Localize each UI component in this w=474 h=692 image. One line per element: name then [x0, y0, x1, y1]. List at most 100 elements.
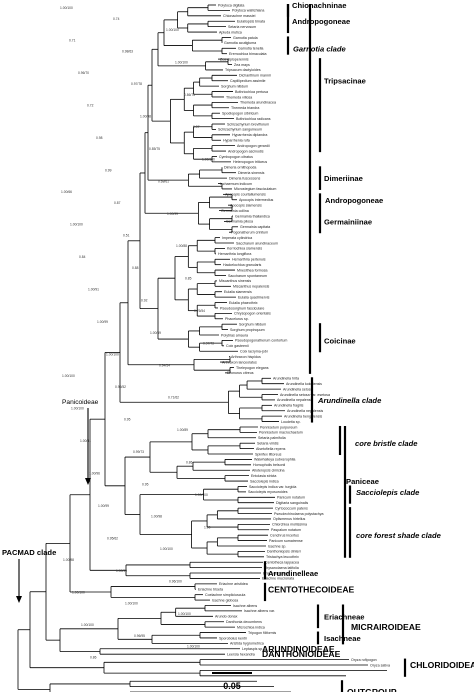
support-value: 0.98/63: [122, 49, 133, 53]
support-value: 1.00/99: [116, 569, 127, 573]
taxon-label: Aristida hygrometrica: [230, 642, 264, 646]
support-values: 1.00/1000.741.00/1000.710.98/631.00/1000…: [60, 6, 215, 659]
clade-label: Arundinelleae: [268, 569, 318, 578]
support-value: 1.00/100: [81, 623, 94, 627]
taxon-label: Eriachne aristidea: [219, 582, 248, 586]
taxon-label: Capillipedium assimile: [230, 79, 266, 83]
support-value: 1.00/100: [70, 223, 83, 227]
taxon-label: Andropogon ascinodis: [228, 149, 264, 153]
taxon-label: Eriachne triseta: [198, 588, 223, 592]
support-value: 1.00/99: [97, 320, 108, 324]
support-value: 0.95: [142, 482, 149, 486]
taxon-label: Imperata cylindrica: [222, 236, 252, 240]
taxon-label: Hemarthria pertenuis: [232, 258, 266, 262]
clade-label: core forest shade clade: [356, 531, 442, 540]
clade-label: Arundinella clade: [317, 396, 382, 405]
taxon-label: Sacciolepis indica: [250, 479, 279, 483]
taxon-label: Heteropogon triticeus: [233, 160, 267, 164]
taxon-label: Alloteropsis cimicina: [252, 469, 285, 473]
support-value: 1.00/100: [178, 612, 191, 616]
clade-label: OUTGROUP: [347, 687, 397, 692]
clade-label: ARUNDINOIDEAE: [262, 644, 335, 654]
support-value: 1.00/91: [88, 288, 99, 292]
support-value: 0.95: [124, 417, 131, 421]
taxon-label: Sorghum nitidum: [221, 84, 248, 88]
taxon-label: Sorghum nitidum: [239, 322, 266, 326]
support-value: 1.00/100: [125, 601, 138, 605]
taxon-label: Arundinella setosa: [283, 387, 313, 391]
taxon-label: Thysanolaena latifolia: [264, 566, 299, 570]
support-value: 0.92: [141, 298, 148, 302]
clade-label: CENTOTHECOIDEAE: [268, 584, 355, 594]
taxon-label: Cyrtococcum patens: [275, 506, 308, 510]
taxon-label: Eremochloa bimaculata: [229, 52, 267, 56]
taxon-label: Zea diploperennis: [220, 57, 249, 61]
pacmad-clade-label: PACMAD clade: [2, 548, 56, 557]
taxon-label: Thelepogon elegans: [236, 366, 269, 370]
support-value: 0.76/54: [194, 309, 205, 313]
taxon-label: Germainia pilosa: [226, 220, 253, 224]
taxon-label: Entolasia stricta: [251, 474, 276, 478]
taxon-label: Walwhalleya subxerophila: [254, 458, 295, 462]
support-value: 1.00/100: [195, 493, 208, 497]
taxon-label: Spinifex littoreus: [255, 452, 282, 456]
support-value: 1.00/100: [72, 590, 85, 594]
taxon-label: Sorghum propinquum: [230, 328, 265, 332]
taxon-label: Arundinella fragilis: [274, 404, 304, 408]
support-value: 1.00/100: [62, 374, 75, 378]
support-value: 0.96/95: [134, 634, 145, 638]
taxon-label: Dimeria sinensis: [238, 171, 265, 175]
taxon-label: Schizachyrium breviflorum: [227, 122, 269, 126]
taxon-label: Mnesithea formosa: [237, 268, 268, 272]
support-value: 0.71/62: [168, 396, 179, 400]
taxon-label: Panicum notatum: [277, 496, 305, 500]
taxon-label: Chionachne massiei: [223, 14, 256, 18]
support-value: 1.00/96: [89, 471, 100, 475]
pacmad-arrow-head: [16, 596, 22, 603]
taxon-label: Coelachne simpliciuscula: [205, 593, 245, 597]
clade-label: CHLORIDOIDEAE: [410, 660, 474, 670]
panicoideae-node-annotation: Panicoideae: [62, 399, 99, 485]
support-value: 0.95/62: [107, 536, 118, 540]
taxon-label: Saccharum spontaneum: [228, 274, 267, 278]
clade-label: Tripsacinae: [324, 77, 366, 86]
support-value: 0.98: [96, 136, 103, 140]
taxon-label: Paspalum notatum: [271, 528, 301, 532]
taxon-label: Hemarthria longiflora: [218, 252, 251, 256]
support-value: 0.96/100: [169, 580, 182, 584]
taxon-label: Eriachne mucronata: [262, 577, 294, 581]
support-value: 0.72: [87, 104, 94, 108]
support-value: 0.96/70: [78, 71, 89, 75]
pacmad-node-annotation: PACMAD clade: [2, 548, 56, 603]
taxon-label: Cymbopogon citratus: [219, 155, 253, 159]
taxon-label: Leersia hexandra: [227, 652, 255, 656]
taxon-label: Andropogon gerardii: [237, 144, 270, 148]
taxon-label: Arundo donax: [215, 615, 238, 619]
support-value: 1.00/98: [140, 114, 151, 118]
taxon-label: Garnotia tenella: [238, 47, 263, 51]
taxon-label: Tripogon filiformis: [248, 631, 276, 635]
taxon-label: Themeda triandra: [231, 106, 259, 110]
taxon-label: Tripsacum dactyloides: [225, 68, 261, 72]
clade-label: DANTHONIOIDEAE: [262, 649, 341, 659]
support-value: 1.00: [204, 526, 211, 530]
taxon-label: Oryza sativa: [370, 663, 390, 667]
taxon-label: Sporobolus kentii: [219, 636, 247, 640]
support-value: 1.00/66: [61, 190, 72, 194]
taxon-label: Themeda villosa: [226, 95, 252, 99]
clade-label: Coicinae: [324, 336, 356, 345]
support-value: 1.00/98: [63, 558, 74, 562]
panicoideae-label: Panicoideae: [62, 399, 99, 406]
clade-label: Garnotia clade: [293, 44, 347, 53]
support-value: 0.51: [123, 233, 130, 237]
taxon-label: Pseudopogonatherum contortum: [235, 339, 287, 343]
taxon-label: Arundinella kokutensis: [286, 382, 322, 386]
taxon-label: Coix gasteenii: [226, 344, 249, 348]
taxon-label: Schizachyrium sanguineum: [218, 128, 262, 132]
support-value: 0.94/54: [159, 363, 170, 367]
support-value: 0.87: [114, 201, 121, 205]
taxon-label: Eulalia siamensis: [224, 290, 252, 294]
taxon-label: Arundinella hirta: [273, 377, 299, 381]
